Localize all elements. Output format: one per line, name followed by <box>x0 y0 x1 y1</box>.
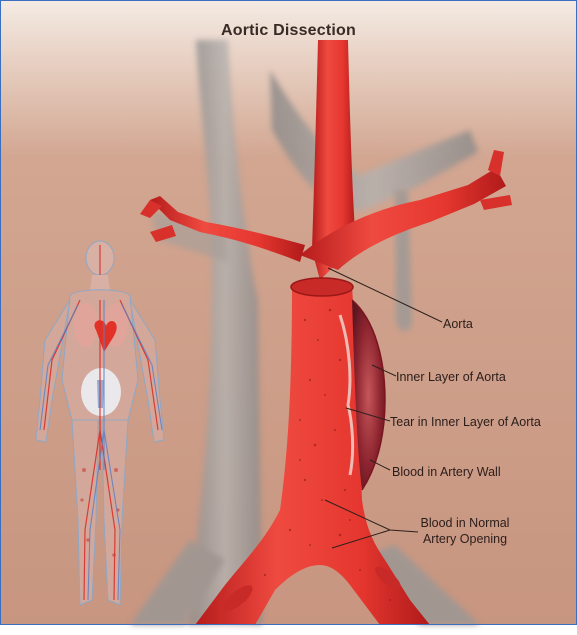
label-blood-normal-line2: Artery Opening <box>410 531 520 547</box>
bottom-margin <box>0 625 577 635</box>
label-blood-in-artery-wall: Blood in Artery Wall <box>392 464 501 480</box>
label-blood-normal-line1: Blood in Normal <box>410 515 520 531</box>
label-tear: Tear in Inner Layer of Aorta <box>390 414 541 430</box>
label-blood-in-normal-opening: Blood in Normal Artery Opening <box>410 515 520 547</box>
label-aorta: Aorta <box>443 316 473 332</box>
label-inner-layer: Inner Layer of Aorta <box>396 369 506 385</box>
diagram-title: Aortic Dissection <box>0 22 577 40</box>
